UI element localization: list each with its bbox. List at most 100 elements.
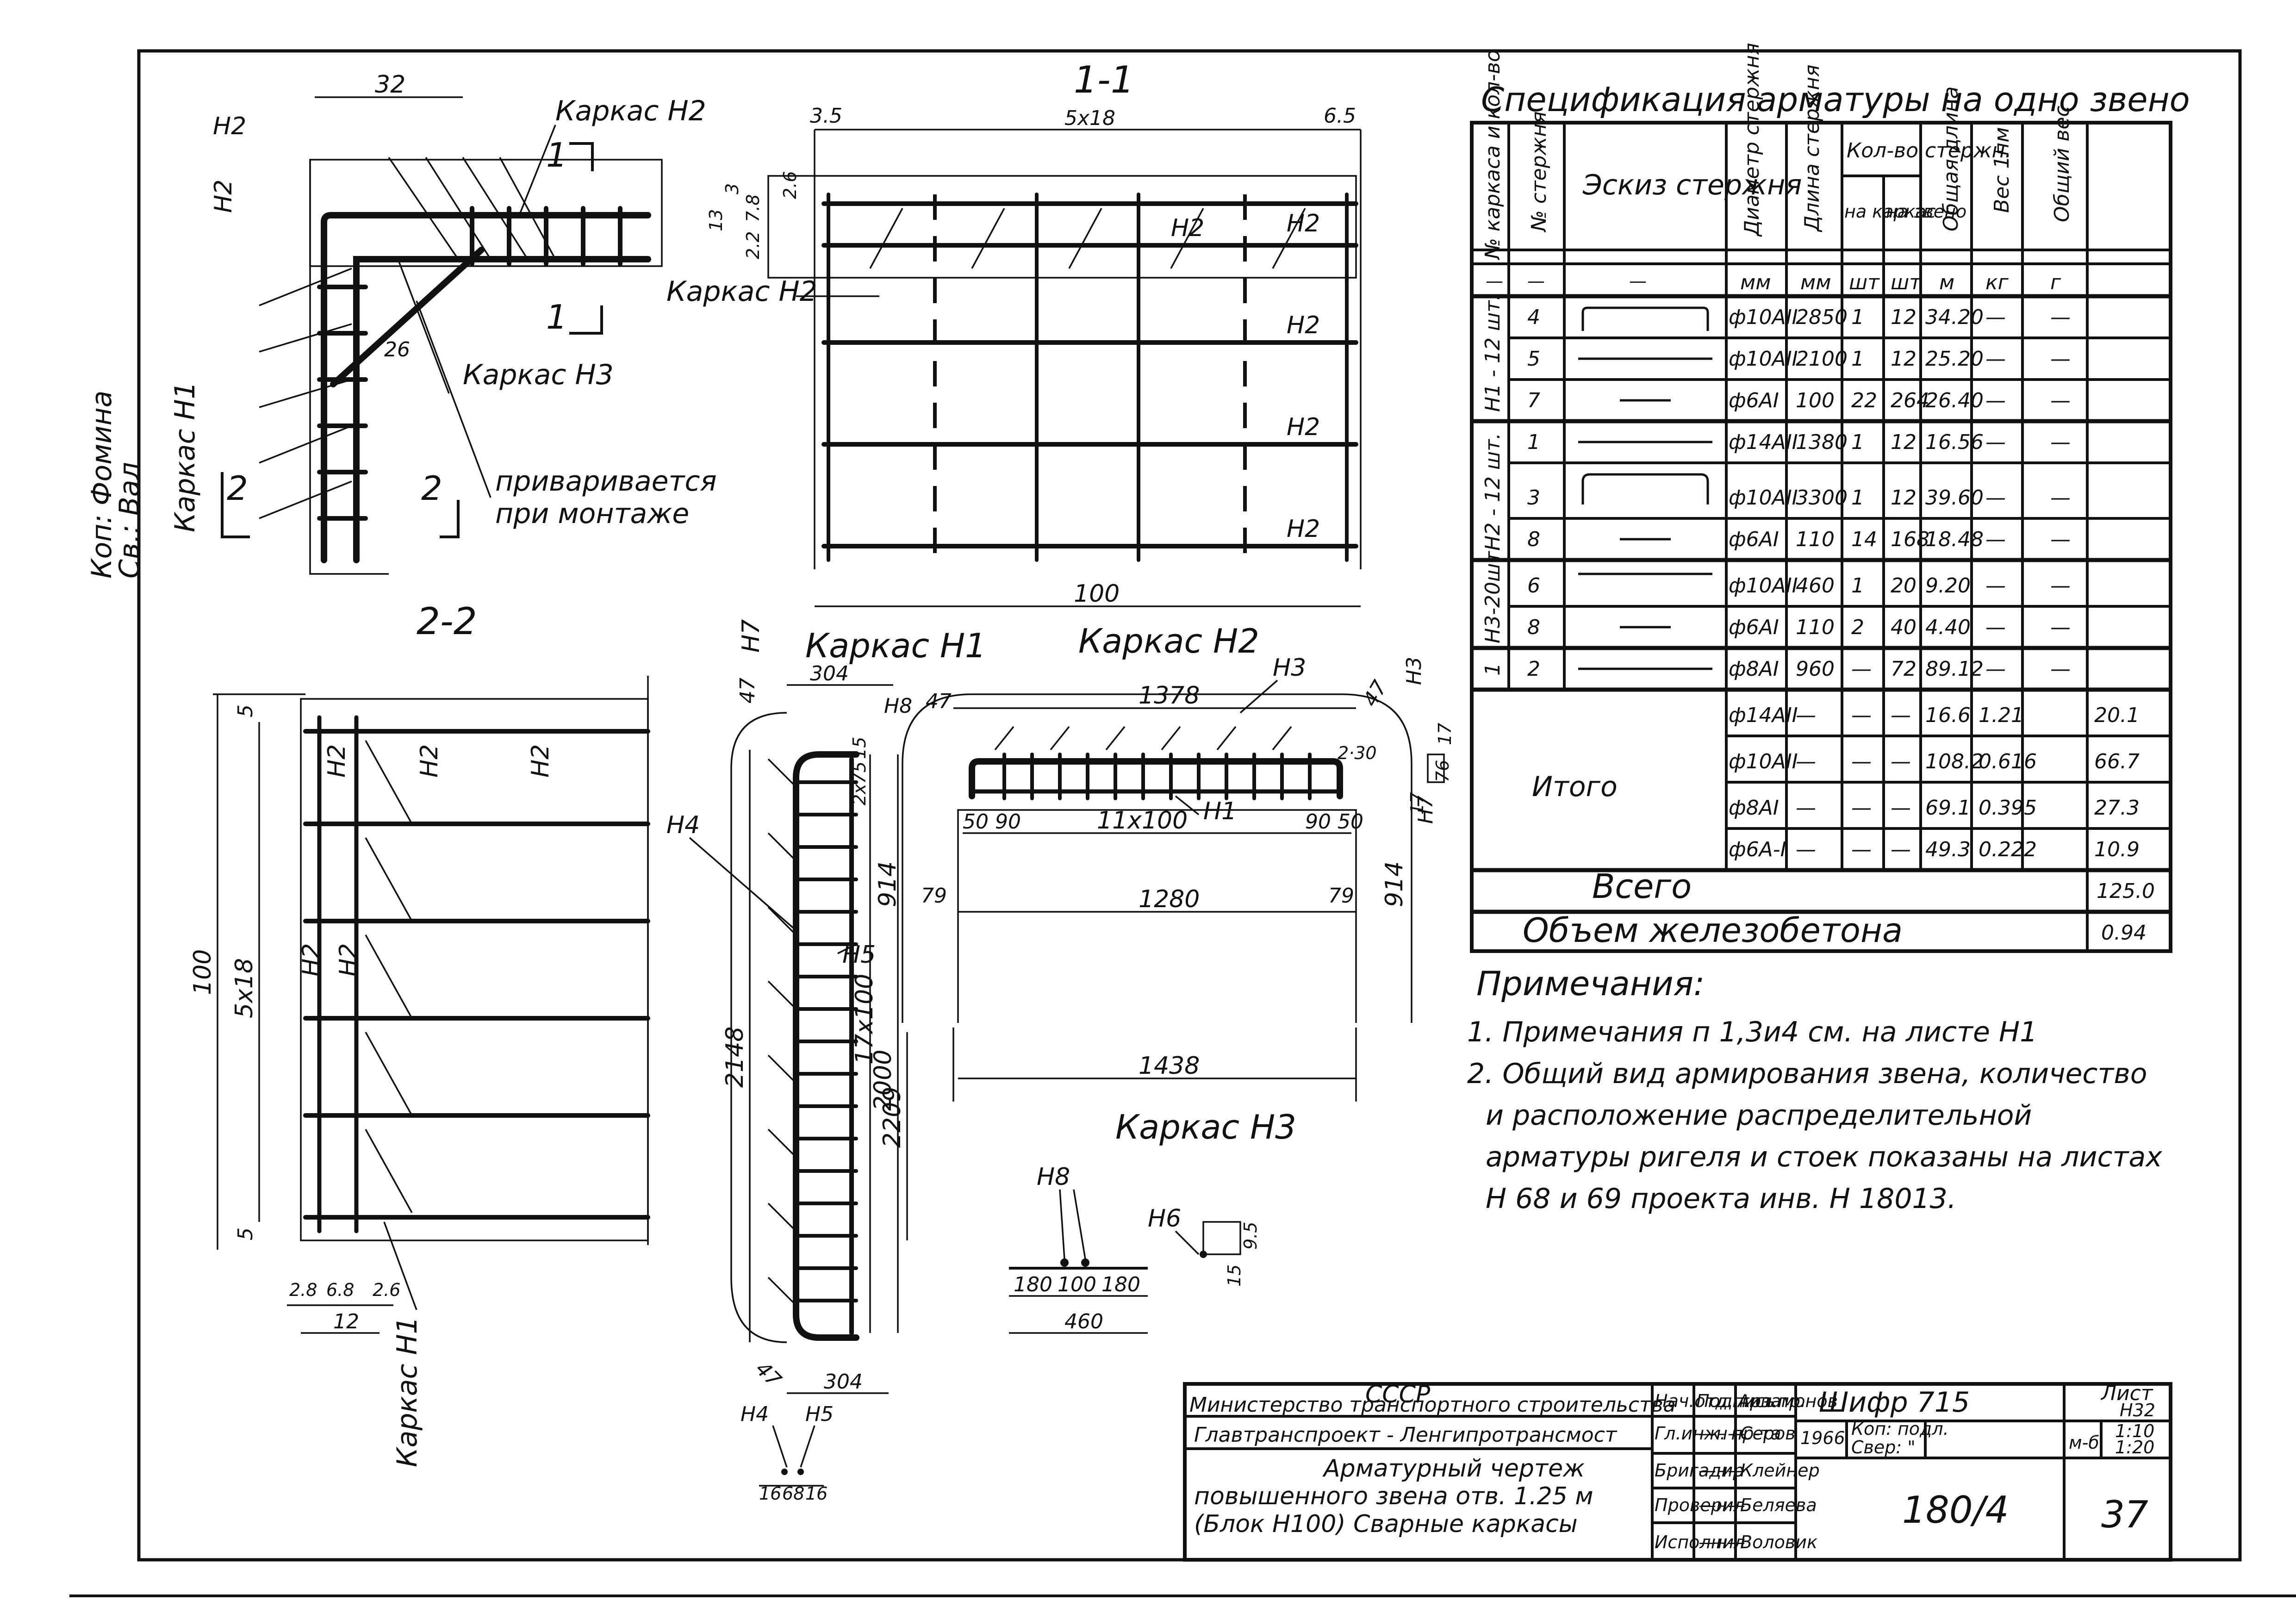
tb-name-0: Арзамонов (1736, 1391, 1838, 1411)
spec-cell-pf: 2 (1851, 616, 1864, 639)
itogo-cell-diam: ф10АII (1729, 750, 1798, 773)
s11-hatch (869, 208, 1306, 269)
s22-hatch (365, 740, 413, 1213)
group-n1-frame: Н1 - 12 шт. (1481, 294, 1505, 412)
spec-cell-tl: 9.20 (1925, 574, 1971, 598)
tb-org1: СССР (1365, 1381, 1431, 1408)
notes: Примечания: 1. Примечания п 1,3и4 см. на… (1467, 964, 2162, 1215)
n1-stirrups (794, 780, 858, 1302)
spec-cell-pf: 22 (1851, 389, 1877, 412)
weld-note-1: приваривается (495, 465, 717, 498)
n3-n8-leader-a (1059, 1189, 1065, 1259)
spec-grid (1472, 123, 2171, 951)
n1-small-dot-a (781, 1469, 788, 1475)
spec-cell-w1: — (1985, 528, 2006, 551)
hdr-per-link: на звено (1886, 201, 1966, 222)
n1-label-n4-small: Н4 (740, 1402, 769, 1426)
spec-cell-len: 2100 (1796, 347, 1848, 371)
dim-2-6-s22: 2.6 (373, 1280, 400, 1300)
spec-title: Спецификация арматуры на одно звено (1481, 80, 2190, 119)
spec-cell-w1: — (1985, 657, 2006, 681)
n2-label-n1: Н1 (1203, 797, 1237, 825)
n2-dim-1378: 1378 (1139, 682, 1200, 710)
tb-shifr: Шифр 715 (1819, 1386, 1970, 1419)
spec-cell-pf: — (1851, 657, 1872, 681)
spec-cell-pf: 1 (1851, 305, 1864, 329)
tb-sig-2: —н— (1699, 1460, 1745, 1481)
spec-cell-pl: 20 (1891, 574, 1916, 598)
dim-100-s11: 100 (1074, 580, 1120, 608)
volume-label: Объем железобетона (1523, 911, 1903, 950)
n2-dim-79-right: 79 (1328, 884, 1354, 908)
corner-bar-outer (321, 212, 651, 563)
itogo-cell-pl: — (1891, 796, 1911, 820)
spec-cell-bar: 3 (1527, 486, 1540, 510)
dim-3: 3 (722, 183, 742, 194)
itogo-cell-w1: 1.21 (1979, 704, 2024, 727)
tb-sig-0: Подпись (1696, 1391, 1775, 1411)
group-n2-frame: Н2 - 12 шт. (1481, 433, 1505, 551)
corner-hatch (259, 157, 556, 519)
tb-scale1: 1:10 (2115, 1421, 2154, 1441)
itogo-cell-pf: — (1851, 796, 1872, 820)
tb-org2: Министерство транспортного строительства (1189, 1393, 1676, 1417)
leader-karkas3: Каркас Н3 (463, 359, 614, 391)
notes-line-3: и расположение распределительной (1486, 1099, 2032, 1132)
title-block: СССР Министерство транспортного строител… (1183, 1381, 2172, 1562)
tb-desc3: (Блок Н100) Сварные каркасы (1194, 1510, 1578, 1538)
spec-table: Спецификация арматуры на одно звено (1470, 43, 2190, 953)
karkas-n2-title: Каркас Н2 (1078, 622, 1259, 660)
itogo-cell-pl: — (1891, 750, 1911, 773)
n2-contour-outer (902, 693, 1412, 1023)
tb-scale-label: м-б (2069, 1432, 2099, 1453)
dim-2-2: 2.2 (743, 231, 763, 259)
n1-n5-small-leader (800, 1425, 815, 1468)
n1-dim-304-bottom: 304 (824, 1370, 863, 1394)
spec-cell-pl: 12 (1891, 305, 1916, 329)
tb-sig-1: —н— (1699, 1423, 1745, 1444)
n3-dim-9-5: 9.5 (1240, 1222, 1261, 1250)
spec-cell-pf: 14 (1851, 528, 1877, 551)
spec-cell-len: 110 (1796, 528, 1835, 551)
unit-6: шт (1891, 271, 1922, 294)
spec-cell-diam: ф10АII (1729, 574, 1798, 598)
corner-detail: 32 Н2 Н2 Каркас Н2 Каркас Н3 26 приварив… (169, 71, 717, 643)
hdr-sketch: Эскиз стержня (1582, 169, 1802, 201)
n2-dim-2209: 2209 (878, 1087, 906, 1148)
spec-cell-tl: 16.56 (1925, 430, 1984, 454)
unit-1: — (1527, 271, 1545, 291)
hdr-length: Длина стержня (1800, 64, 1824, 232)
n1-small-dot-b (797, 1469, 804, 1475)
n1-hatch (767, 758, 797, 1306)
dim-6-5: 6.5 (1324, 104, 1356, 128)
n3-n8-leader-b (1073, 1189, 1086, 1259)
itogo-cell-diam: ф8АI (1729, 796, 1779, 820)
spec-cell-len: 2850 (1796, 305, 1848, 329)
spec-cell-bar: 7 (1527, 389, 1540, 412)
group-n3-frame: Н3-20шт. (1481, 545, 1505, 643)
spec-cell-bar: 8 (1527, 616, 1540, 639)
n1-dim-16a: 16 (759, 1483, 781, 1504)
spec-cell-tw: — (2050, 347, 2071, 371)
spec-cell-pl: 40 (1891, 616, 1916, 639)
cut-2-right-mark (440, 500, 460, 538)
vsego-label: Всего (1592, 867, 1692, 906)
unit-4: мм (1800, 271, 1831, 294)
n3-small-section (1202, 1221, 1241, 1255)
n2-dim-914-right: 914 (1381, 861, 1408, 907)
s22-n2-c: Н2 (527, 744, 554, 778)
spec-cell-tw: — (2050, 486, 2071, 510)
spec-cell-bar: 2 (1527, 657, 1540, 681)
margin-note: Коп: Фомина Св.: Вал (86, 391, 146, 579)
spec-cell-bar: 1 (1527, 430, 1540, 454)
weld-note-leader (416, 300, 492, 498)
spec-cell-bar: 6 (1527, 574, 1540, 598)
n2-dim-17-b: 17 (1407, 792, 1427, 815)
tb-sig-4: —н— (1699, 1532, 1745, 1552)
itogo-cell-len: — (1796, 704, 1816, 727)
karkas1-bottom-leader (383, 1221, 417, 1310)
dim-32: 32 (375, 71, 405, 99)
itogo-cell-tw: 20.1 (2094, 704, 2140, 727)
spec-cell-w1: — (1985, 347, 2006, 371)
